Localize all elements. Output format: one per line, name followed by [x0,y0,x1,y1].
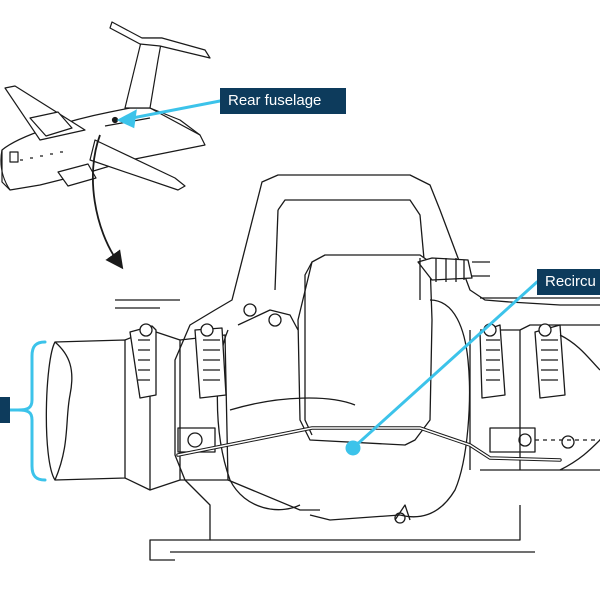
leader-rear-fuselage [125,99,222,121]
callout-rear-fuselage: Rear fuselage [220,88,346,114]
leader-lines [8,99,539,482]
callout-recirculation-fan: Recircu [537,269,600,295]
leader-recirc-fan-dot [345,440,361,456]
aircraft-sketch [0,21,211,191]
leader-rear-fuselage-arrowhead [116,109,137,129]
leader-recirc-fan [351,280,539,450]
zoom-arrow [91,134,124,270]
callout-inlet-marker [0,397,10,423]
recirculation-fan-drawing [45,174,600,561]
inlet-bracket [17,340,47,482]
